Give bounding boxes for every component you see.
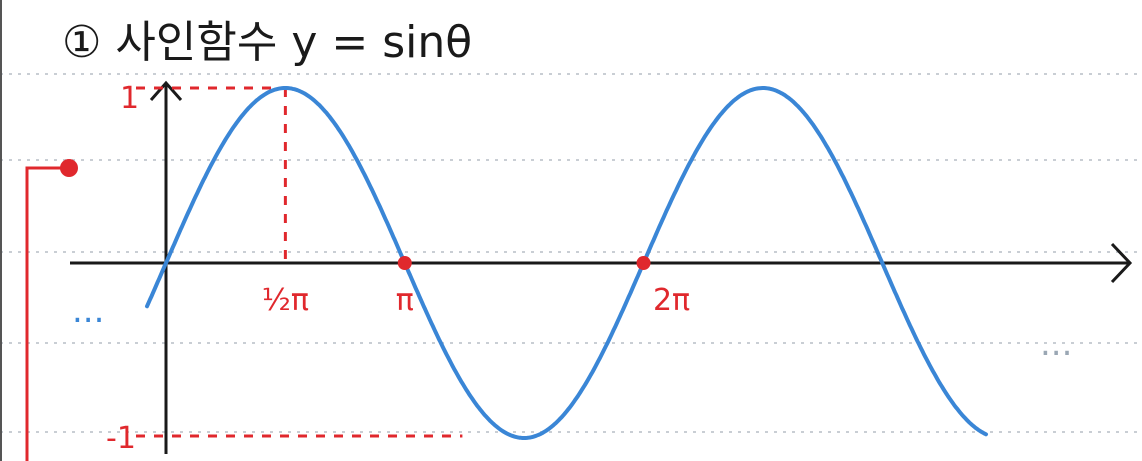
chart-title: ① 사인함수 y = sinθ xyxy=(62,17,473,68)
notebook-grid xyxy=(0,73,1142,433)
bracket-line xyxy=(25,166,68,461)
marked-point-1 xyxy=(636,256,651,270)
guides xyxy=(136,86,463,438)
marked-points xyxy=(397,256,651,270)
x-axis-arrow xyxy=(1110,242,1133,284)
x-tick-label-two-pi: 2π xyxy=(653,283,690,318)
continuation-left: ... xyxy=(72,291,104,331)
x-tick-label-half-pi: ½π xyxy=(262,283,309,318)
continuation-right: ... xyxy=(1040,324,1072,364)
sine-curve xyxy=(145,86,988,440)
y-tick-label-min: -1 xyxy=(106,421,136,456)
margin-bracket xyxy=(25,166,68,461)
y-axis-arrow xyxy=(149,80,183,101)
marked-point-0 xyxy=(397,256,412,270)
x-tick-label-pi: π xyxy=(396,283,414,318)
bracket-dot xyxy=(60,159,78,177)
y-tick-label-max: 1 xyxy=(120,81,139,116)
